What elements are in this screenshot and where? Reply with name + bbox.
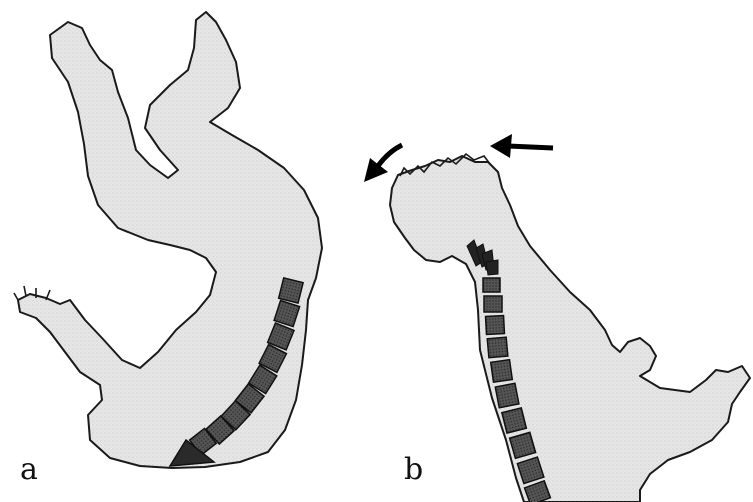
vertebra — [486, 316, 505, 335]
panel-b-figure — [364, 134, 750, 502]
vertebra — [491, 360, 513, 382]
panel-a-figure — [14, 12, 322, 468]
vertebra — [510, 432, 536, 458]
vertebra — [484, 296, 502, 312]
vertebra — [502, 408, 526, 433]
vertebra — [495, 383, 519, 407]
body-silhouette-a — [18, 12, 322, 468]
vertebra — [486, 260, 498, 275]
vertebra — [487, 337, 508, 358]
vertebra — [279, 278, 303, 303]
body-silhouette-b — [390, 156, 750, 502]
panel-label-b: b — [404, 455, 423, 485]
force-arrow-icon — [490, 134, 553, 158]
vertebra — [483, 278, 500, 292]
panel-label-a: a — [20, 455, 38, 485]
